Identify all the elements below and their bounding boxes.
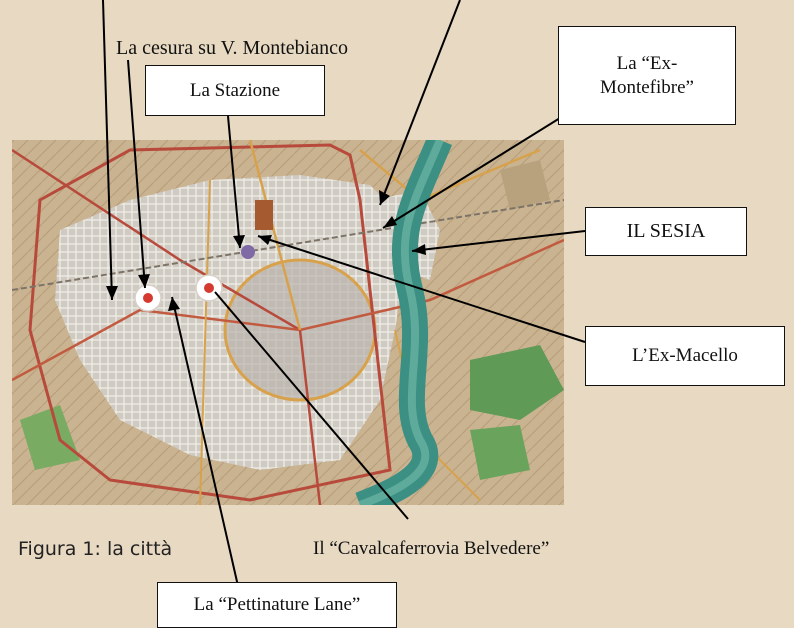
leader-lines (102, 0, 586, 587)
label-sesia-box: IL SESIA (585, 207, 747, 256)
label-pettinature-box: La “Pettinature Lane” (157, 582, 397, 628)
label-stazione-box: La Stazione (145, 65, 325, 116)
arrowheads (106, 190, 426, 311)
label-macello: L’Ex-Macello (632, 345, 738, 367)
label-montefibre-line2: Montefibre” (600, 76, 694, 98)
label-montefibre-box: La “Ex- Montefibre” (558, 26, 736, 125)
label-cavalcaferrovia: Il “Cavalcaferrovia Belvedere” (313, 538, 550, 559)
label-macello-box: L’Ex-Macello (585, 326, 785, 386)
figure-caption: Figura 1: la città (18, 538, 173, 560)
label-cesura: La cesura su V. Montebianco (116, 37, 348, 59)
label-sesia: IL SESIA (626, 220, 706, 242)
city-map (12, 140, 564, 505)
location-marker-icon[interactable] (134, 284, 162, 312)
label-stazione: La Stazione (189, 79, 281, 101)
label-montefibre-line1: La “Ex- (616, 52, 678, 74)
location-marker-icon[interactable] (195, 274, 223, 302)
label-pettinature: La “Pettinature Lane” (193, 594, 361, 616)
